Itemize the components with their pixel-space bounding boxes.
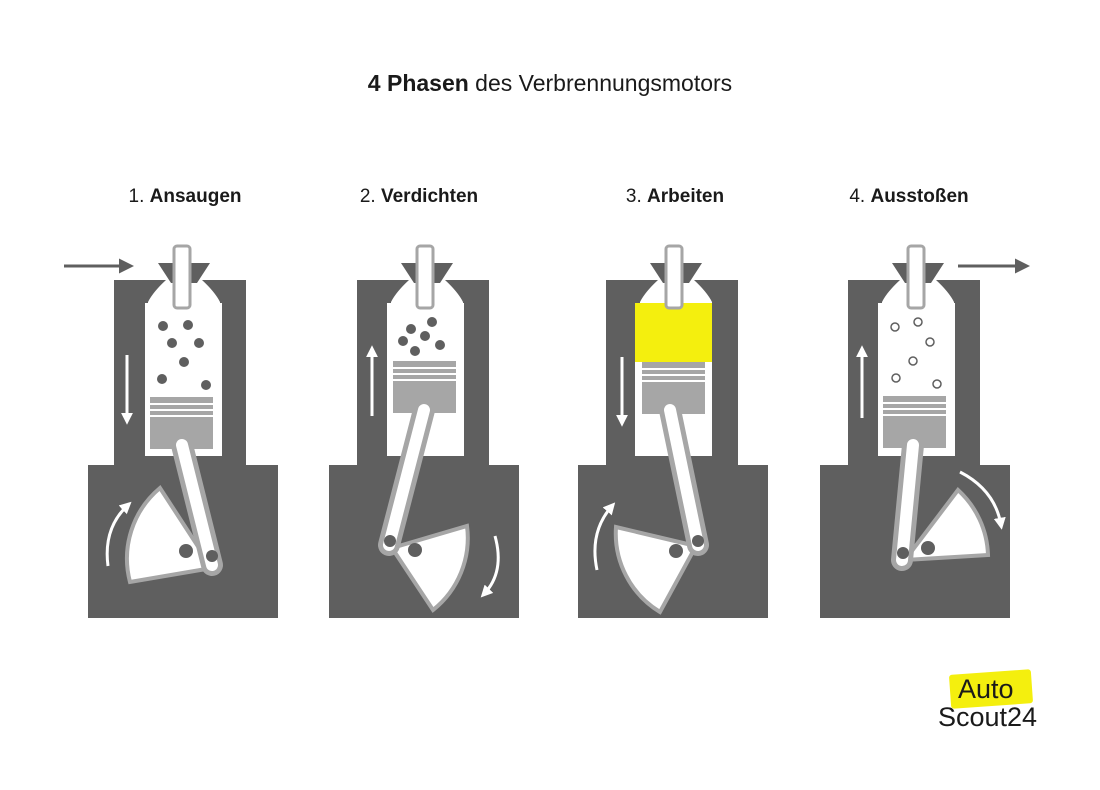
valve-4	[906, 244, 926, 310]
phase-label-2: 2. Verdichten	[299, 186, 539, 208]
logo-line-scout24: Scout24	[938, 702, 1038, 732]
rod-pin-3	[692, 535, 704, 547]
phase-number-3: 3.	[625, 186, 642, 207]
phase-number-4: 4.	[849, 186, 866, 207]
crank-pin-3	[669, 544, 683, 558]
page-title-rest: des Verbrennungsmotors	[468, 70, 733, 96]
crank-weight-1	[124, 485, 216, 585]
rotation-arrow-1	[105, 501, 132, 567]
crank-pin-1	[179, 544, 193, 558]
phase-number-1: 1.	[128, 186, 145, 207]
rotation-arrow-4	[959, 470, 1006, 530]
rotation-arrow-2	[480, 535, 500, 598]
phase-label-3: 3. Arbeiten	[555, 186, 795, 208]
engine-1	[64, 244, 278, 618]
connecting-rod-inner-1	[176, 439, 218, 571]
phase-name-3: Arbeiten	[647, 186, 725, 207]
rod-pin-2	[384, 535, 396, 547]
phase-name-1: Ansaugen	[149, 186, 242, 207]
connecting-rod-inner-4	[896, 439, 919, 566]
crank-pin-2	[408, 543, 422, 557]
phase-name-2: Verdichten	[380, 186, 479, 207]
page-title-strong: 4 Phasen	[367, 70, 469, 96]
valve-1	[172, 244, 192, 310]
engine-3	[578, 244, 768, 618]
piston-3	[642, 362, 705, 414]
logo-line-auto: Auto	[958, 674, 1014, 704]
crank-pin-4	[921, 541, 935, 555]
exhaust-particles-4	[890, 317, 942, 389]
engine-2	[329, 244, 519, 618]
rod-pin-4	[897, 547, 909, 559]
valve-2	[415, 244, 435, 310]
engine-block-2	[329, 280, 519, 618]
fuel-particles-2	[398, 317, 445, 356]
connecting-rod-inner-2	[383, 404, 430, 551]
phase-name-4: Ausstoßen	[870, 186, 969, 207]
combustion-flash-3	[635, 303, 712, 362]
valve-3	[664, 244, 684, 310]
rod-pin-1	[206, 550, 218, 562]
phase-label-4: 4. Ausstoßen	[789, 186, 1029, 208]
connecting-rod-inner-3	[664, 404, 704, 551]
fuel-particles-1	[157, 320, 211, 390]
page-title: 4 Phasen des Verbrennungsmotors	[0, 70, 1100, 97]
engine-4	[820, 244, 1030, 618]
rotation-arrow-3	[593, 502, 616, 571]
phase-number-2: 2.	[359, 186, 376, 207]
phase-label-1: 1. Ansaugen	[65, 186, 305, 208]
autoscout24-logo: Auto Scout24	[930, 668, 1060, 738]
